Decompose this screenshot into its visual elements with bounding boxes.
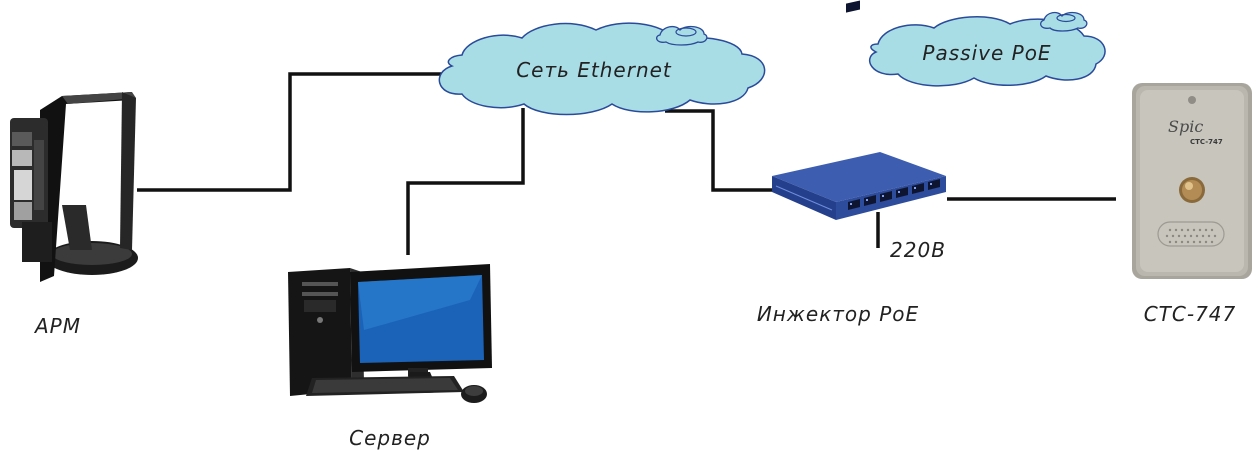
- server-label: Сервер: [349, 426, 431, 450]
- server-computer: Сервер: [288, 264, 492, 450]
- injector-label: Инжектор PoE: [757, 302, 919, 326]
- cloud-ethernet-puff-ring: [675, 27, 697, 37]
- intercom-label: СТС-747: [1144, 302, 1237, 326]
- intercom-device-icon: Spic CTC-747: [1132, 83, 1252, 279]
- cloud-ethernet-shape: [438, 22, 766, 116]
- wire-arm-to-ethernet: [137, 72, 447, 192]
- network-switch-icon: [772, 0, 946, 220]
- ethernet-network-cloud: Сеть Ethernet: [438, 22, 766, 116]
- arm-workstation: АРМ: [10, 92, 138, 338]
- monitor-side-icon: [10, 92, 138, 282]
- arm-label: АРМ: [33, 314, 81, 338]
- intercom-panel: Spic CTC-747 СТС-747: [1132, 83, 1252, 326]
- cloud-ethernet-label: Сеть Ethernet: [516, 58, 672, 82]
- intercom-brand: Spic: [1168, 117, 1203, 136]
- wire-ethernet-to-injector: [665, 109, 775, 192]
- wire-server-to-ethernet: [406, 108, 525, 255]
- injector-power-label: 220В: [890, 238, 946, 262]
- cloud-poe-puff-ring: [1056, 13, 1076, 23]
- desktop-computer-icon: [288, 264, 492, 403]
- cloud-poe-label: Passive PoE: [922, 41, 1051, 65]
- passive-poe-cloud: Passive PoE: [869, 11, 1106, 87]
- poe-injector: 220В Инжектор PoE: [757, 0, 946, 326]
- intercom-model-mark: CTC-747: [1190, 138, 1223, 146]
- cloud-poe-shape: [869, 16, 1106, 87]
- connections: [137, 72, 1116, 255]
